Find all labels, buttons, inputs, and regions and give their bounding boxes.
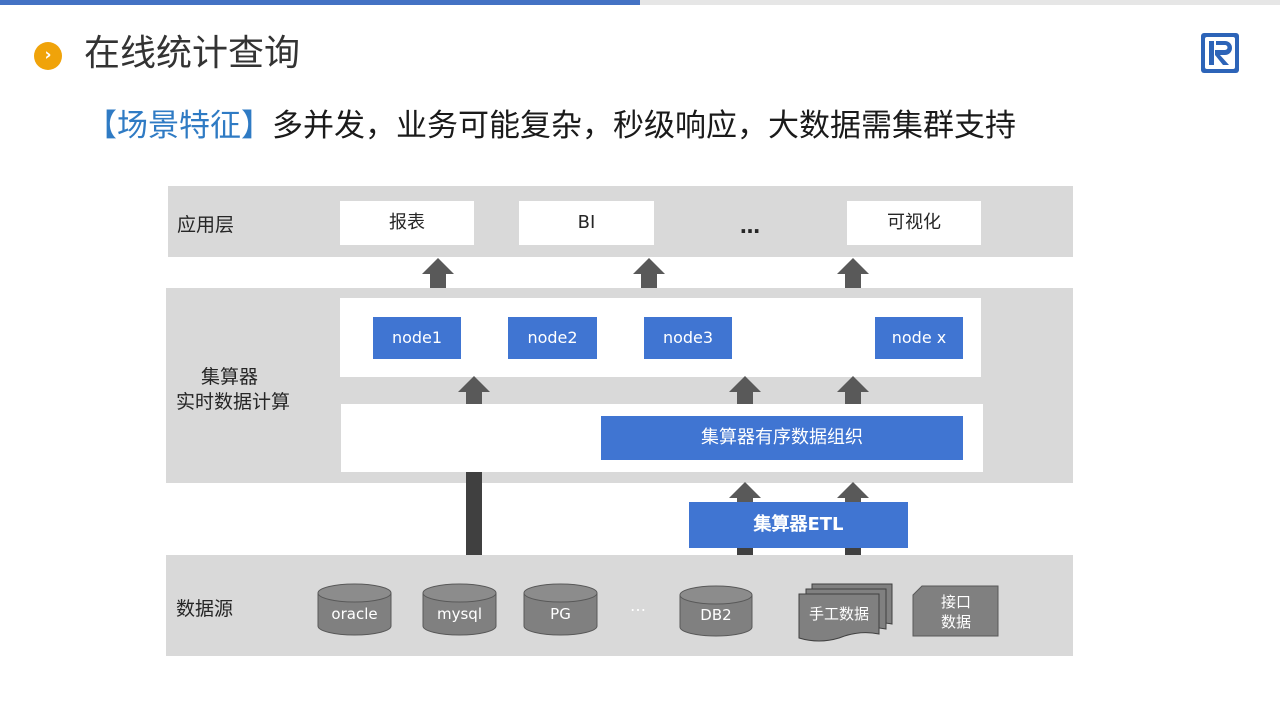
slide-title: 在线统计查询	[84, 33, 301, 74]
calc-layer-label-line1: 集算器	[201, 366, 259, 388]
arrow-up-nodex	[837, 376, 869, 404]
node-box-x: node x	[875, 317, 963, 359]
db-label-db2: DB2	[700, 606, 731, 624]
source-ellipsis: …	[630, 596, 646, 615]
database-icon-db2: DB2	[679, 585, 753, 637]
app-item-bi: BI	[519, 201, 654, 245]
calc-layer-label-line2: 实时数据计算	[176, 391, 291, 413]
node-box-3: node3	[644, 317, 732, 359]
db-label-oracle: oracle	[331, 605, 377, 623]
app-layer-label: 应用层	[177, 214, 235, 236]
api-data-label-line1: 接口	[941, 593, 971, 611]
manual-data-icon	[798, 583, 893, 642]
app-item-visualization: 可视化	[847, 201, 981, 245]
manual-data-label: 手工数据	[809, 605, 869, 623]
ordered-storage-bar: 集算器有序数据组织	[601, 416, 963, 460]
arrow-up-visualization	[837, 258, 869, 288]
app-item-report: 报表	[340, 201, 474, 245]
chevron-right-icon: ›	[34, 42, 62, 70]
db-label-mysql: mysql	[437, 605, 482, 623]
database-icon-oracle: oracle	[317, 583, 392, 636]
arrow-up-node3	[729, 376, 761, 404]
arrow-up-node1	[458, 376, 490, 404]
r-logo-icon	[1201, 33, 1239, 73]
direct-link-stem	[466, 472, 482, 555]
etl-stem-left	[737, 548, 753, 555]
subtitle-text: 多并发，业务可能复杂，秒级响应，大数据需集群支持	[272, 108, 1016, 144]
db-label-pg: PG	[550, 605, 571, 623]
node-box-2: node2	[508, 317, 597, 359]
etl-stem-right	[845, 548, 861, 555]
top-accent-bar-grey	[640, 0, 1280, 5]
api-data-label-line2: 数据	[941, 613, 971, 631]
api-data-icon	[912, 585, 999, 637]
scenario-subtitle: 【场景特征】多并发，业务可能复杂，秒级响应，大数据需集群支持	[86, 104, 1016, 148]
app-item-ellipsis: …	[740, 214, 760, 238]
top-accent-bar	[0, 0, 640, 5]
database-icon-mysql: mysql	[422, 583, 497, 636]
arrow-up-report	[422, 258, 454, 288]
etl-box: 集算器ETL	[689, 502, 908, 548]
node-box-1: node1	[373, 317, 461, 359]
arrow-up-etl-right	[837, 482, 869, 502]
subtitle-highlight: 【场景特征】	[86, 108, 272, 144]
arrow-up-bi	[633, 258, 665, 288]
source-layer-label: 数据源	[176, 598, 234, 620]
database-icon-pg: PG	[523, 583, 598, 636]
arrow-up-etl-left	[729, 482, 761, 502]
